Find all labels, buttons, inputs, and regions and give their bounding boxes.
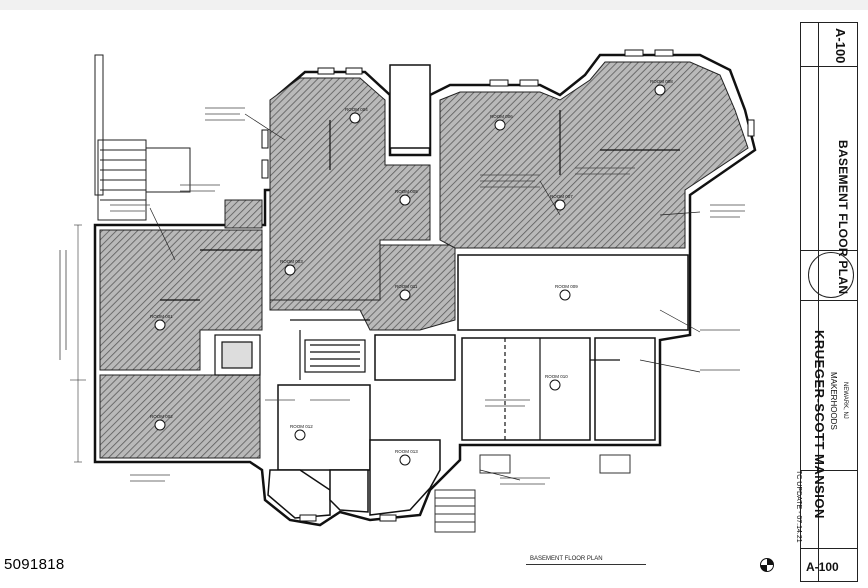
drawing-caption-underline: [526, 564, 646, 565]
title-block: [800, 22, 858, 582]
room-label: ROOM 001: [150, 314, 173, 319]
project-city: NEWARK, NJ: [842, 382, 848, 419]
listing-id: 5091818: [4, 556, 65, 573]
window-marks: [261, 49, 755, 522]
room-tags: [154, 84, 666, 466]
room-label: ROOM 002: [150, 414, 173, 419]
title-block-divider: [800, 250, 858, 251]
room-label: ROOM 010: [545, 374, 568, 379]
entry-stair: [434, 454, 631, 533]
client-name: MAKERHOODS: [829, 372, 838, 430]
room-label: ROOM 007: [550, 194, 573, 199]
leader-lines: [149, 113, 701, 481]
room-label: ROOM 012: [290, 424, 313, 429]
hatched-areas: [99, 61, 749, 459]
room-label: ROOM 013: [395, 449, 418, 454]
title-block-divider: [800, 548, 858, 549]
title-block-divider: [818, 22, 819, 582]
title-block-divider: [800, 470, 858, 471]
exterior-stair: [94, 54, 191, 221]
title-block-divider: [800, 66, 858, 67]
top-margin-band: [0, 0, 868, 10]
drawing-caption: BASEMENT FLOOR PLAN: [530, 556, 603, 562]
dimension-lines: [70, 224, 86, 463]
room-label: ROOM 009: [555, 284, 578, 289]
room-label: ROOM 004: [345, 107, 368, 112]
sheet-title: BASEMENT FLOOR PLAN: [836, 140, 850, 295]
room-label: ROOM 006: [490, 114, 513, 119]
room-label: ROOM 011: [395, 284, 418, 289]
project-name: KRUEGER-SCOTT MANSION: [812, 330, 827, 519]
revision-status: TC UPDATE - 07.14.21: [795, 470, 802, 543]
room-label: ROOM 005: [395, 189, 418, 194]
sheet-number-bottom: A-100: [806, 560, 839, 574]
open-rooms: [267, 64, 689, 519]
interior-walls: [160, 110, 680, 440]
room-label: ROOM 003: [280, 259, 303, 264]
north-arrow-icon: [760, 558, 774, 572]
title-block-circle: [808, 252, 854, 298]
room-label: ROOM 008: [650, 79, 673, 84]
sheet-number-top: A-100: [833, 28, 848, 64]
annotation-notes: [59, 107, 745, 485]
title-block-divider: [800, 300, 858, 301]
